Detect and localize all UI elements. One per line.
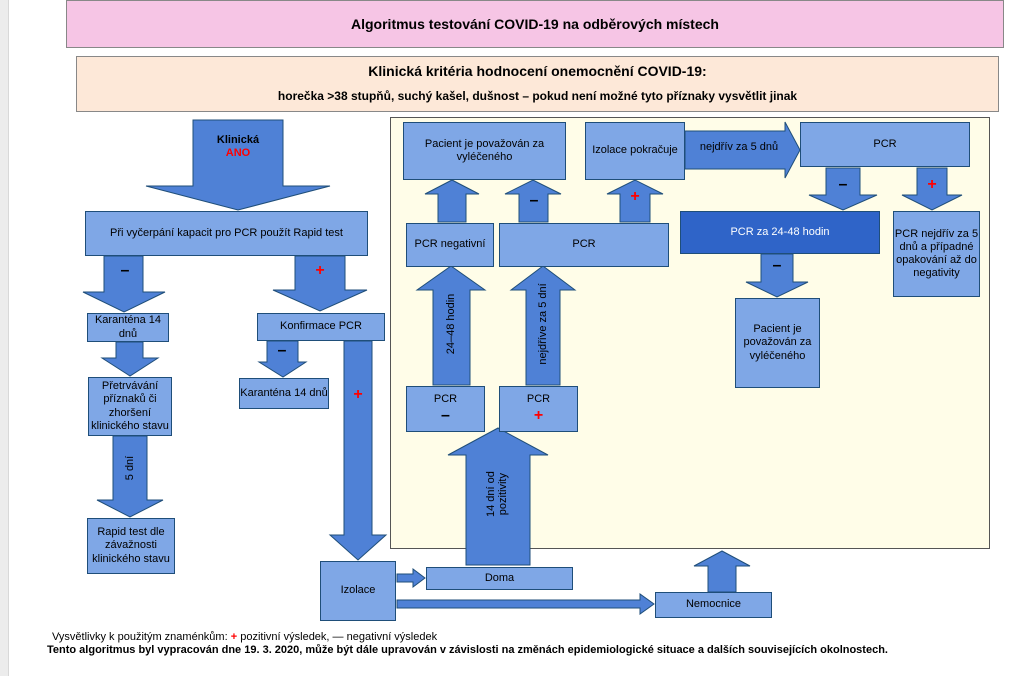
klinicka-label: Klinická <box>216 134 260 146</box>
page-title: Algoritmus testování COVID-19 na odběrov… <box>66 0 1004 48</box>
window-edge <box>0 0 9 676</box>
pcr-negative-label: PCR <box>433 392 458 405</box>
plus-sign: + <box>533 407 544 424</box>
doma-box: Doma <box>426 567 573 590</box>
arrow-nemocnice-up <box>693 550 751 593</box>
pcr-negative-result-box: PCR – <box>406 386 485 432</box>
legend-minus-sign: — <box>332 631 344 643</box>
criteria-box: Klinická kritéria hodnocení onemocnění C… <box>76 56 999 112</box>
5-dni-label: 5 dní <box>124 455 136 481</box>
plus-sign: + <box>353 386 363 403</box>
legend-minus-text: negativní výsledek <box>346 631 438 643</box>
konfirmace-pcr-box: Konfirmace PCR <box>257 313 385 341</box>
minus-sign: – <box>277 342 287 359</box>
minus-sign: – <box>441 407 450 424</box>
pcr-positive-result-box: PCR + <box>499 386 578 432</box>
arrow-klinicka <box>145 119 331 211</box>
arrow-pcr-negativni-up <box>424 179 480 223</box>
arrow-karantena-down <box>100 341 160 377</box>
criteria-title: Klinická kritéria hodnocení onemocnění C… <box>368 63 707 79</box>
plus-sign: + <box>927 176 937 193</box>
arrow-izolace-doma <box>396 568 426 588</box>
pcr-mid-box: PCR <box>499 223 669 267</box>
minus-sign: – <box>529 192 539 209</box>
pcr-positive-label: PCR <box>526 392 551 405</box>
pacient-vyleceny-box: Pacient je považován za vyléčeného <box>403 122 566 180</box>
24-48-hodin-label: 24–48 hodin <box>445 293 457 355</box>
arrow-pcr-24-48-minus <box>745 253 809 298</box>
arrow-nejdrive-5-dni <box>509 265 577 386</box>
pacient-vyleceny-box-2: Pacient je považován za vyléčeného <box>735 298 820 388</box>
legend-prefix: Vysvětlivky k použitým znaménkům: <box>52 631 228 643</box>
arrow-pcr-plus-up <box>606 179 664 223</box>
arrow-izolace-nemocnice <box>396 593 655 615</box>
legend-plus-text: pozitivní výsledek, <box>240 631 330 643</box>
nejdriv-5-dnu-label: nejdřív za 5 dnů <box>699 141 779 153</box>
rapid-test-box: Rapid test dle závažnosti klinického sta… <box>87 518 175 574</box>
minus-sign: – <box>838 176 848 193</box>
rapid-capacity-box: Při vyčerpání kapacit pro PCR použít Rap… <box>85 211 368 256</box>
izolace-box: Izolace <box>320 561 396 621</box>
arrow-nejdriv-5-dnu <box>684 121 801 179</box>
karantena-box-1: Karanténa 14 dnů <box>87 313 169 342</box>
pcr-top-box: PCR <box>800 122 970 167</box>
arrow-pcr-top-minus <box>808 167 878 211</box>
arrow-pcr-top-plus <box>901 167 963 211</box>
izolace-pokracuje-box: Izolace pokračuje <box>585 122 685 180</box>
pcr-nejdriv-box: PCR nejdřív za 5 dnů a případné opakován… <box>893 211 980 297</box>
arrow-konfirmace-minus <box>257 340 308 378</box>
nejdrive-5-dni-label: nejdříve za 5 dní <box>537 283 549 365</box>
arrow-konfirmace-plus <box>328 340 388 561</box>
minus-sign: – <box>772 257 782 274</box>
14-dni-label: 14 dní od pozitivity <box>484 471 509 518</box>
arrow-rapid-plus <box>272 255 368 312</box>
minus-sign: – <box>120 262 130 279</box>
plus-sign: + <box>630 188 640 205</box>
legend: Vysvětlivky k použitým znaménkům: + pozi… <box>52 631 437 643</box>
nemocnice-box: Nemocnice <box>655 592 772 618</box>
arrow-24-48-hodin <box>415 265 487 386</box>
ano-label: ANO <box>225 147 251 159</box>
arrow-5-dni <box>96 435 164 518</box>
criteria-subtitle: horečka >38 stupňů, suchý kašel, dušnost… <box>277 89 798 103</box>
plus-sign: + <box>315 262 325 279</box>
footer-note: Tento algoritmus byl vypracován dne 19. … <box>47 644 888 656</box>
pcr-negativni-box: PCR negativní <box>406 223 494 267</box>
pretrvavani-box: Přetrvávání příznaků či zhoršení klinick… <box>88 377 172 436</box>
arrow-pcr-minus-up <box>504 179 562 223</box>
legend-plus-sign: + <box>230 631 238 643</box>
arrow-14-dni <box>447 427 549 566</box>
karantena-box-2: Karanténa 14 dnů <box>239 378 329 409</box>
arrow-rapid-minus <box>82 255 166 313</box>
pcr-24-48-box: PCR za 24-48 hodin <box>680 211 880 254</box>
